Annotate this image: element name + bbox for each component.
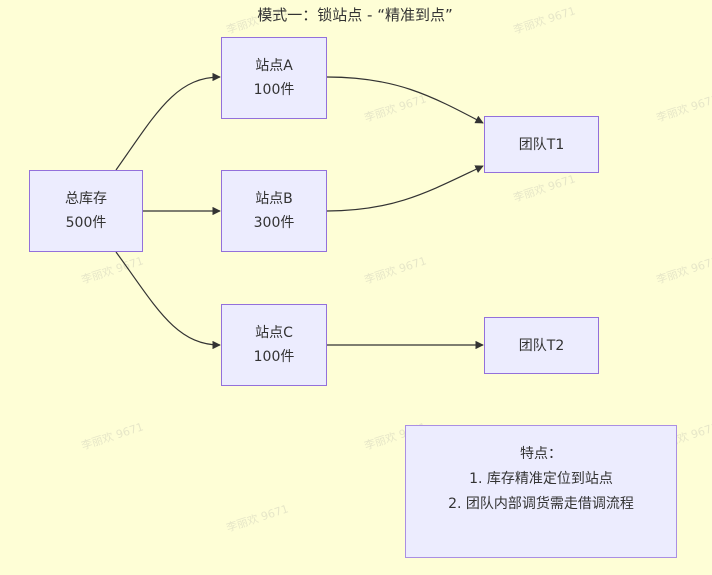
node-total-count: 500件: [65, 215, 107, 231]
node-site-a-name: 站点A: [255, 58, 293, 74]
node-total-name: 总库存: [65, 191, 107, 207]
note-item-2: 2. 团队内部调货需走借调流程: [448, 496, 634, 512]
edge-total-siteA: [115, 72, 221, 171]
node-site-a: 站点A 100件: [221, 37, 327, 119]
node-team-t2-label: 团队T2: [518, 337, 565, 354]
diagram-title: 模式一：锁站点 - “精准到点”: [257, 6, 453, 24]
edge-total-siteC: [115, 251, 221, 350]
node-site-b: 站点B 300件: [221, 170, 327, 252]
edge-siteB-teamT1: [326, 165, 484, 212]
edge-siteA-teamT1: [326, 76, 484, 124]
node-team-t2: 团队T2: [484, 317, 599, 374]
node-site-a-count: 100件: [253, 82, 295, 98]
node-site-c-name: 站点C: [255, 325, 293, 341]
node-site-c-count: 100件: [253, 349, 295, 365]
node-site-b-count: 300件: [253, 215, 295, 231]
node-team-t1: 团队T1: [484, 116, 599, 173]
node-team-t1-label: 团队T1: [518, 136, 565, 153]
note-heading: 特点：: [520, 446, 562, 462]
node-site-b-name: 站点B: [255, 191, 293, 207]
node-total-inventory: 总库存 500件: [29, 170, 143, 252]
note-item-1: 1. 库存精准定位到站点: [469, 471, 613, 487]
features-note: 特点： 1. 库存精准定位到站点 2. 团队内部调货需走借调流程: [405, 425, 677, 558]
node-site-c: 站点C 100件: [221, 304, 327, 386]
